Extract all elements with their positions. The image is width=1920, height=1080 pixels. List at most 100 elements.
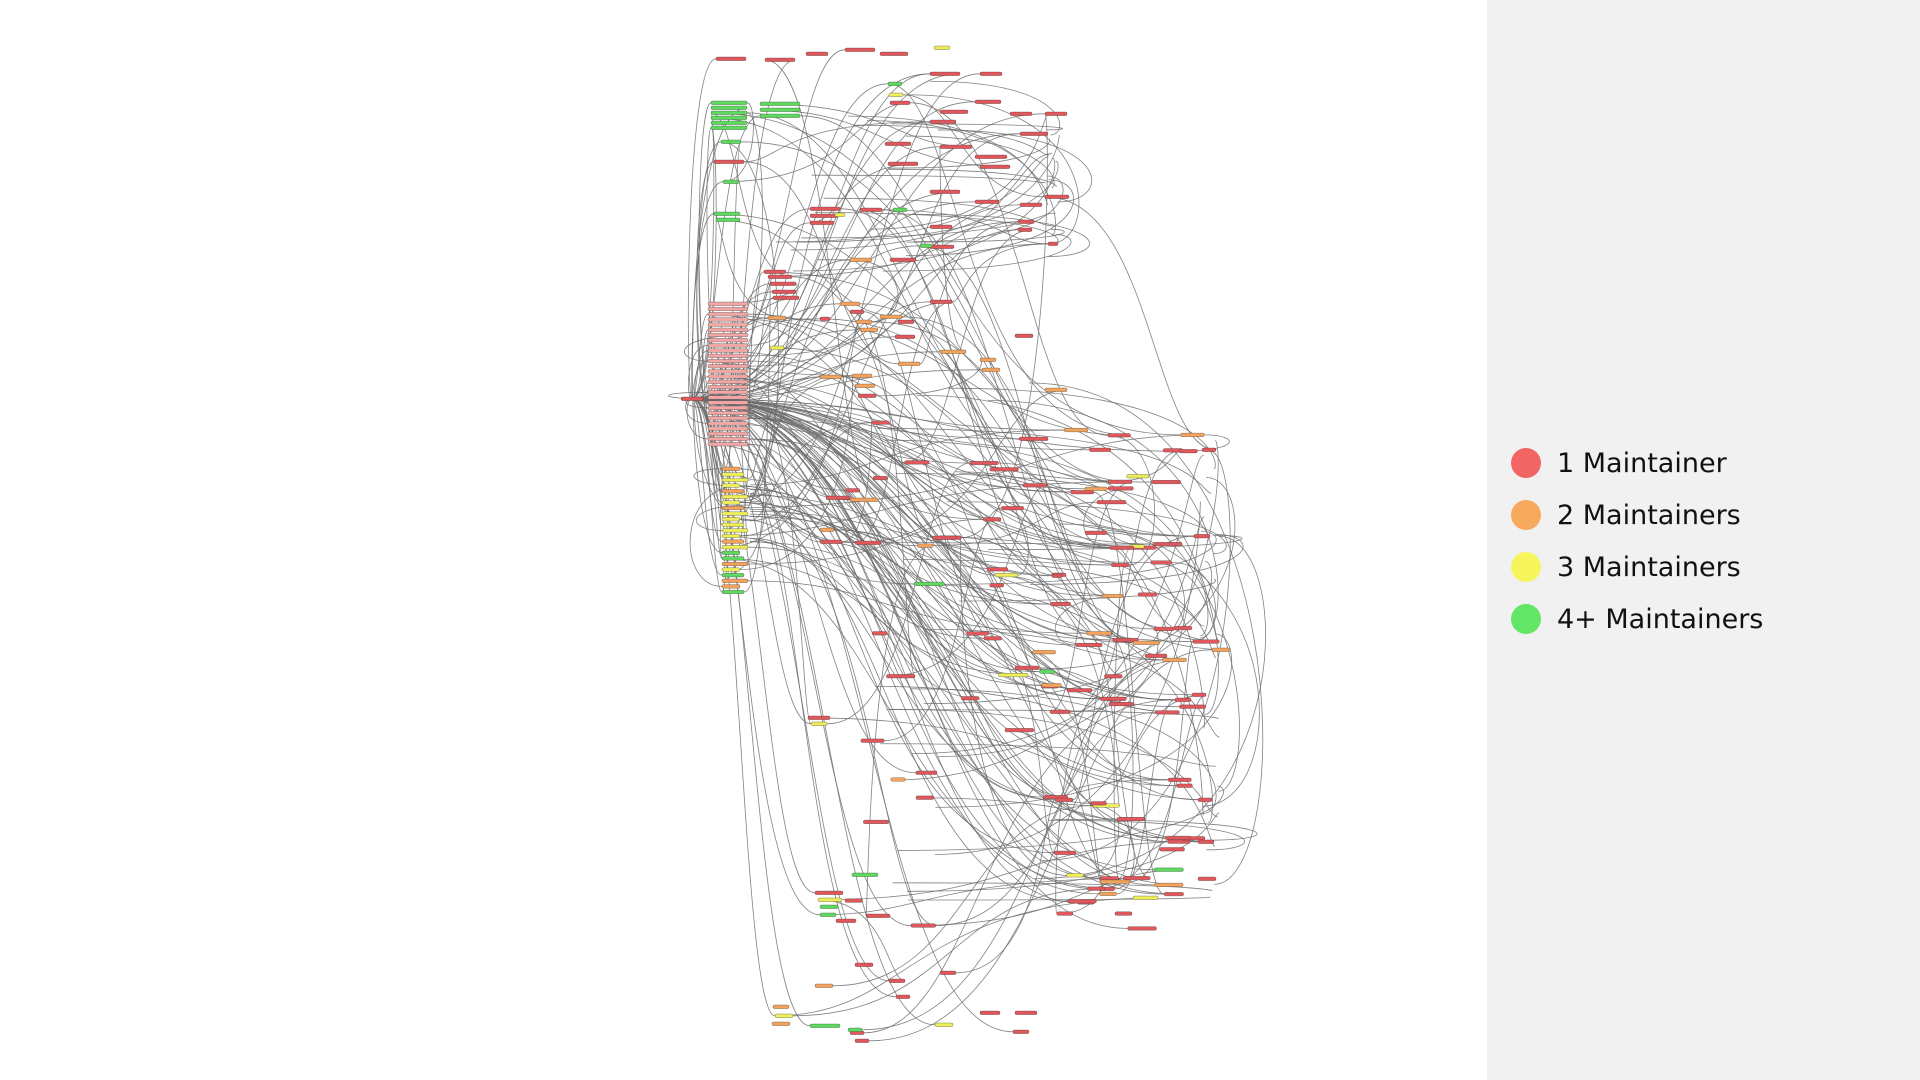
package-node-red[interactable] bbox=[863, 819, 889, 824]
package-node-red[interactable] bbox=[1127, 926, 1157, 931]
package-node-red[interactable] bbox=[769, 281, 797, 286]
package-node-green[interactable] bbox=[914, 581, 945, 586]
package-node-red[interactable] bbox=[1167, 839, 1191, 844]
package-node-yellow[interactable] bbox=[998, 673, 1029, 678]
package-node-green[interactable] bbox=[722, 179, 740, 184]
package-node-green[interactable] bbox=[819, 904, 839, 909]
package-node-red[interactable] bbox=[857, 393, 877, 398]
package-node-orange[interactable] bbox=[1084, 486, 1108, 491]
package-node-yellow[interactable] bbox=[721, 534, 741, 538]
package-node-red[interactable] bbox=[894, 334, 916, 339]
package-node-red[interactable] bbox=[1075, 643, 1103, 647]
package-node-red[interactable] bbox=[1096, 500, 1127, 505]
package-node-green[interactable] bbox=[1039, 669, 1055, 674]
package-node-yellow[interactable] bbox=[888, 92, 904, 97]
package-node-red[interactable] bbox=[1012, 1029, 1030, 1034]
package-node-pink[interactable] bbox=[707, 359, 749, 363]
package-node-red[interactable] bbox=[1089, 447, 1111, 452]
package-node-red[interactable] bbox=[1197, 839, 1215, 844]
package-node-orange[interactable] bbox=[879, 314, 903, 319]
package-node-yellow[interactable] bbox=[1126, 474, 1149, 479]
package-node-red[interactable] bbox=[1193, 534, 1211, 539]
package-node-red[interactable] bbox=[1150, 560, 1172, 565]
package-node-orange[interactable] bbox=[917, 543, 934, 548]
dependency-graph-canvas[interactable] bbox=[0, 0, 1487, 1080]
package-node-yellow[interactable] bbox=[721, 500, 741, 505]
package-node-yellow[interactable] bbox=[1066, 873, 1084, 878]
package-node-green[interactable] bbox=[759, 107, 801, 112]
package-node-red[interactable] bbox=[939, 109, 969, 114]
package-node-green[interactable] bbox=[892, 207, 908, 212]
package-node-red[interactable] bbox=[854, 1038, 870, 1043]
package-node-red[interactable] bbox=[1019, 436, 1049, 441]
package-node-pink[interactable] bbox=[707, 333, 749, 337]
package-node-yellow[interactable] bbox=[721, 528, 749, 533]
package-node-red[interactable] bbox=[767, 274, 793, 279]
package-node-green[interactable] bbox=[710, 100, 748, 105]
package-node-red[interactable] bbox=[854, 962, 874, 967]
package-node-red[interactable] bbox=[961, 696, 980, 701]
package-node-orange[interactable] bbox=[1064, 428, 1088, 433]
package-node-green[interactable] bbox=[759, 113, 801, 118]
package-node-red[interactable] bbox=[1051, 573, 1063, 578]
package-node-red[interactable] bbox=[1176, 783, 1193, 788]
package-node-pink[interactable] bbox=[707, 343, 749, 348]
package-node-orange[interactable] bbox=[855, 319, 873, 324]
package-node-red[interactable] bbox=[865, 913, 891, 918]
package-node-red[interactable] bbox=[814, 890, 844, 895]
package-node-red[interactable] bbox=[897, 319, 915, 324]
package-node-red[interactable] bbox=[1056, 911, 1074, 916]
package-node-red[interactable] bbox=[1014, 1010, 1038, 1015]
package-node-green[interactable] bbox=[721, 556, 745, 561]
package-node-red[interactable] bbox=[1167, 777, 1192, 782]
package-node-red[interactable] bbox=[966, 631, 989, 636]
package-node-red[interactable] bbox=[1017, 219, 1035, 224]
package-node-green[interactable] bbox=[710, 120, 748, 125]
package-node-pink[interactable] bbox=[707, 379, 749, 384]
package-node-green[interactable] bbox=[919, 243, 933, 248]
package-node-red[interactable] bbox=[1049, 709, 1071, 714]
package-node-red[interactable] bbox=[983, 517, 1002, 522]
package-node-orange[interactable] bbox=[1154, 882, 1184, 887]
package-node-red[interactable] bbox=[1009, 111, 1033, 116]
package-node-red[interactable] bbox=[979, 71, 1003, 76]
package-node-yellow[interactable] bbox=[721, 483, 741, 488]
package-node-yellow[interactable] bbox=[834, 212, 846, 217]
package-node-red[interactable] bbox=[986, 567, 1008, 572]
package-node-red[interactable] bbox=[1066, 688, 1093, 693]
package-node-red[interactable] bbox=[879, 51, 909, 56]
package-node-orange[interactable] bbox=[851, 373, 873, 378]
package-node-orange[interactable] bbox=[1032, 650, 1056, 655]
package-node-pink[interactable] bbox=[707, 374, 749, 379]
package-node-green[interactable] bbox=[819, 912, 837, 917]
package-node-red[interactable] bbox=[844, 47, 876, 52]
package-node-green[interactable] bbox=[759, 101, 801, 106]
package-node-yellow[interactable] bbox=[810, 721, 828, 726]
package-node-red[interactable] bbox=[1137, 592, 1157, 597]
package-node-pink[interactable] bbox=[707, 301, 749, 306]
package-node-red[interactable] bbox=[1001, 506, 1024, 511]
package-node-orange[interactable] bbox=[771, 1021, 791, 1026]
package-node-red[interactable] bbox=[1087, 886, 1106, 891]
package-node-red[interactable] bbox=[715, 56, 747, 61]
package-node-pink[interactable] bbox=[707, 421, 749, 426]
package-node-red[interactable] bbox=[1084, 530, 1108, 535]
package-node-orange[interactable] bbox=[859, 327, 879, 332]
package-node-green[interactable] bbox=[710, 115, 748, 120]
package-node-red[interactable] bbox=[1047, 241, 1059, 246]
package-node-green[interactable] bbox=[851, 872, 879, 877]
package-node-orange[interactable] bbox=[1180, 432, 1205, 437]
package-node-yellow[interactable] bbox=[721, 478, 749, 482]
package-node-red[interactable] bbox=[1017, 227, 1033, 232]
package-node-orange[interactable] bbox=[721, 584, 741, 589]
package-node-yellow[interactable] bbox=[817, 897, 843, 902]
package-node-orange[interactable] bbox=[819, 527, 835, 532]
package-node-pink[interactable] bbox=[707, 405, 749, 410]
package-node-red[interactable] bbox=[680, 396, 704, 401]
package-node-orange[interactable] bbox=[1099, 879, 1131, 884]
package-node-pink[interactable] bbox=[707, 364, 749, 369]
package-node-orange[interactable] bbox=[1086, 631, 1112, 636]
package-node-red[interactable] bbox=[1201, 447, 1217, 452]
package-node-red[interactable] bbox=[809, 206, 841, 211]
package-node-orange[interactable] bbox=[979, 357, 997, 362]
